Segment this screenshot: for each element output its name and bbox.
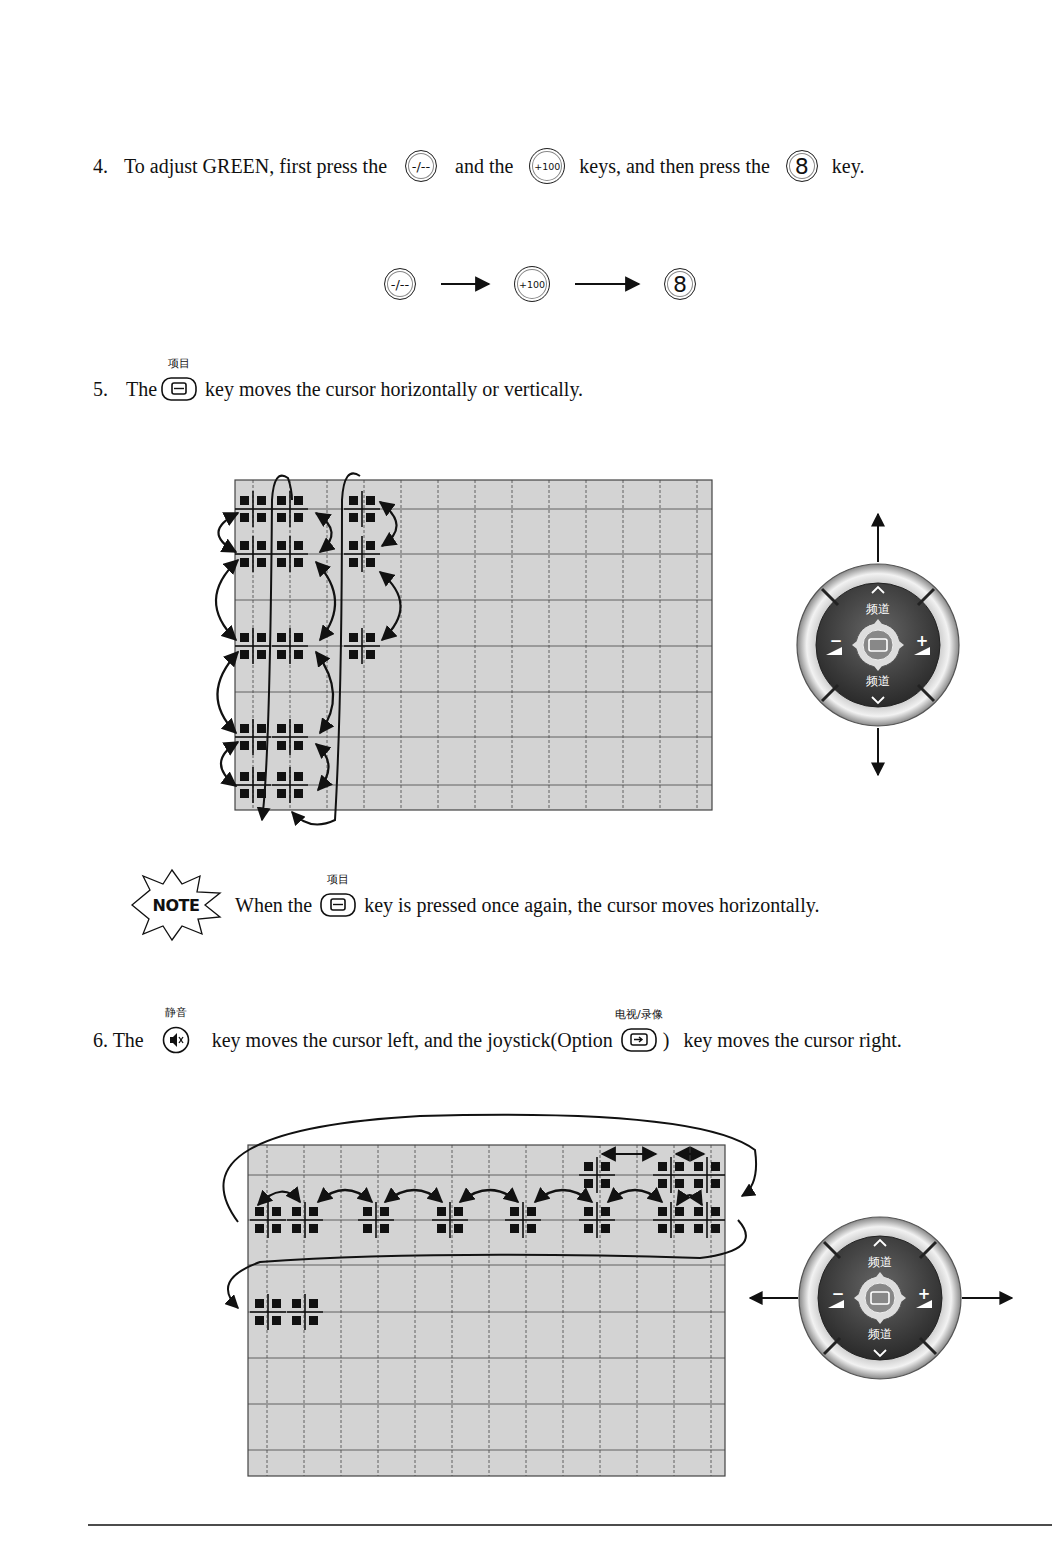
key-label: 8: [795, 154, 809, 179]
remote-key: -/--: [405, 150, 437, 182]
remote-key: +100: [529, 148, 565, 184]
key-symbol: [161, 377, 197, 401]
body-text: ): [663, 1029, 670, 1052]
sequence-arrow: [441, 283, 489, 285]
body-text: The: [126, 378, 157, 401]
body-text: key is pressed once again, the cursor mo…: [364, 894, 819, 917]
text-line: 4. To adjust GREEN, first press the -/-- an…: [93, 149, 864, 183]
pad-shape: [796, 563, 960, 727]
mute-key-icon: 静音: [162, 1026, 190, 1054]
pad-label: 频道: [866, 601, 890, 618]
menu-key-icon: 项目: [320, 893, 356, 917]
key-caption: 电视/录像: [615, 1007, 663, 1022]
remote-key: -/--: [384, 268, 416, 300]
body-text: key moves the cursor right.: [683, 1029, 901, 1052]
body-text: To adjust GREEN, first press the: [124, 155, 387, 178]
menu-key-icon: 项目: [161, 377, 197, 401]
body-text: When the: [235, 894, 312, 917]
body-text: keys, and then press the: [579, 155, 770, 178]
pad-label: 频道: [866, 673, 890, 690]
body-text: key moves the cursor left, and the joyst…: [212, 1029, 613, 1052]
pad-label: 频道: [868, 1326, 892, 1343]
remote-direction-pad: 频道 − + 频道: [798, 1216, 962, 1380]
sequence-arrow: [575, 283, 639, 285]
body-text: 5.: [93, 378, 108, 401]
key-caption: 项目: [327, 872, 349, 887]
pad-label: 频道: [868, 1254, 892, 1271]
key-symbol: [621, 1028, 657, 1052]
remote-key: +100: [514, 266, 550, 302]
remote-key: 8: [664, 268, 696, 300]
note-badge: NOTE: [153, 896, 200, 915]
text-line: 5. The项目 key moves the cursor horizontally…: [93, 372, 583, 406]
key-label: 8: [673, 272, 687, 297]
key-symbol: [162, 1026, 190, 1054]
text-line: 6. The 静音 key moves the cursor left, and t…: [93, 1023, 902, 1057]
key-caption: 静音: [165, 1005, 187, 1020]
key-label: +100: [534, 161, 560, 172]
key-label: -/--: [412, 159, 430, 174]
body-text: key moves the cursor horizontally or ver…: [205, 378, 583, 401]
text-line: When the 项目 key is pressed once again, the…: [235, 888, 819, 922]
av-key-icon: 电视/录像: [621, 1028, 657, 1052]
key-symbol: [320, 893, 356, 917]
key-label: -/--: [391, 277, 409, 292]
remote-key: 8: [786, 150, 818, 182]
key-label: +100: [519, 279, 545, 290]
pad-shape: [798, 1216, 962, 1380]
pad-label: +: [916, 632, 929, 650]
body-text: and the: [455, 155, 513, 178]
pad-label: +: [918, 1285, 931, 1303]
body-text: key.: [832, 155, 865, 178]
body-text: 4.: [93, 155, 108, 178]
remote-direction-pad: 频道 − + 频道: [796, 563, 960, 727]
pad-label: −: [832, 1285, 845, 1303]
pad-label: −: [830, 632, 843, 650]
body-text: 6. The: [93, 1029, 144, 1052]
key-caption: 项目: [168, 356, 190, 371]
